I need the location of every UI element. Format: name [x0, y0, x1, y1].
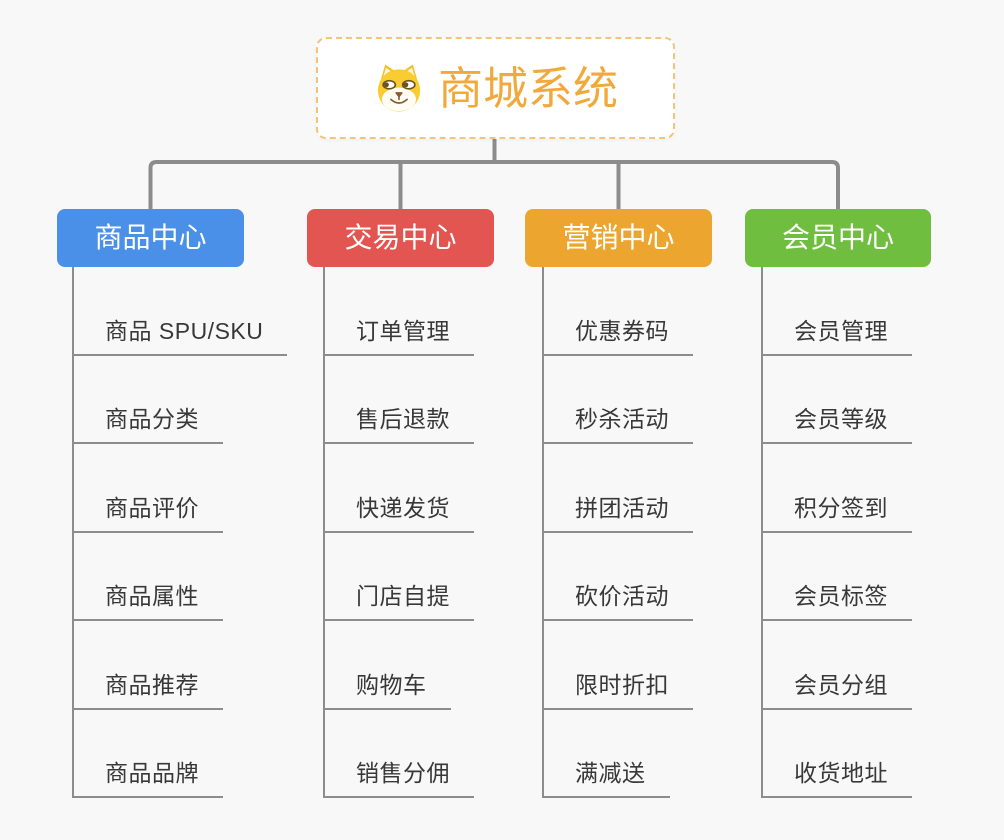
root-node[interactable]: 商城系统: [316, 37, 675, 139]
branch-member-center[interactable]: 会员中心: [745, 209, 931, 267]
leaf-node-shipping-address[interactable]: 收货地址: [763, 754, 912, 798]
leaf-row: 订单管理: [325, 267, 474, 356]
leaf-node-coupon-code[interactable]: 优惠券码: [544, 312, 693, 356]
leaf-row: 商品属性: [74, 533, 287, 621]
leaf-row: 购物车: [325, 621, 474, 710]
leaf-node-product-recommend[interactable]: 商品推荐: [74, 666, 223, 710]
leaf-row: 会员等级: [763, 356, 912, 444]
leaf-node-store-pickup[interactable]: 门店自提: [325, 577, 474, 621]
leaf-row: 售后退款: [325, 356, 474, 444]
leaf-node-member-management[interactable]: 会员管理: [763, 312, 912, 356]
leaf-row: 会员分组: [763, 621, 912, 710]
leaf-row: 秒杀活动: [544, 356, 693, 444]
leaf-row: 商品分类: [74, 356, 287, 444]
branch-children-trade: 订单管理 售后退款 快递发货 门店自提 购物车 销售分佣: [323, 267, 474, 798]
leaf-row: 限时折扣: [544, 621, 693, 710]
leaf-node-order-management[interactable]: 订单管理: [325, 312, 474, 356]
leaf-row: 拼团活动: [544, 444, 693, 533]
branch-children-marketing: 优惠券码 秒杀活动 拼团活动 砍价活动 限时折扣 满减送: [542, 267, 693, 798]
leaf-node-shopping-cart[interactable]: 购物车: [325, 666, 451, 710]
leaf-row: 优惠券码: [544, 267, 693, 356]
shiba-dog-icon: [373, 62, 425, 114]
leaf-node-express-delivery[interactable]: 快递发货: [325, 489, 474, 533]
leaf-row: 商品推荐: [74, 621, 287, 710]
leaf-row: 门店自提: [325, 533, 474, 621]
leaf-node-group-buy[interactable]: 拼团活动: [544, 489, 693, 533]
leaf-row: 商品评价: [74, 444, 287, 533]
leaf-node-member-group[interactable]: 会员分组: [763, 666, 912, 710]
leaf-row: 销售分佣: [325, 710, 474, 798]
branch-children-member: 会员管理 会员等级 积分签到 会员标签 会员分组 收货地址: [761, 267, 912, 798]
leaf-row: 商品品牌: [74, 710, 287, 798]
leaf-row: 满减送: [544, 710, 693, 798]
leaf-node-full-reduction[interactable]: 满减送: [544, 754, 670, 798]
branch-trade-center[interactable]: 交易中心: [307, 209, 494, 267]
leaf-node-product-brand[interactable]: 商品品牌: [74, 754, 223, 798]
leaf-node-points-checkin[interactable]: 积分签到: [763, 489, 912, 533]
leaf-node-member-level[interactable]: 会员等级: [763, 400, 912, 444]
leaf-node-bargain-activity[interactable]: 砍价活动: [544, 577, 693, 621]
leaf-row: 商品 SPU/SKU: [74, 267, 288, 356]
leaf-node-limited-time-discount[interactable]: 限时折扣: [544, 666, 693, 710]
leaf-row: 积分签到: [763, 444, 912, 533]
leaf-node-product-spu-sku[interactable]: 商品 SPU/SKU: [74, 312, 288, 356]
leaf-node-product-attribute[interactable]: 商品属性: [74, 577, 223, 621]
leaf-node-flash-sale[interactable]: 秒杀活动: [544, 400, 693, 444]
leaf-row: 收货地址: [763, 710, 912, 798]
branch-children-product: 商品 SPU/SKU 商品分类 商品评价 商品属性 商品推荐 商品品牌: [72, 267, 288, 798]
leaf-node-member-tag[interactable]: 会员标签: [763, 577, 912, 621]
leaf-node-after-sales-refund[interactable]: 售后退款: [325, 400, 474, 444]
leaf-row: 会员标签: [763, 533, 912, 621]
leaf-row: 会员管理: [763, 267, 912, 356]
leaf-node-product-review[interactable]: 商品评价: [74, 489, 223, 533]
root-title: 商城系统: [437, 62, 618, 114]
branch-marketing-center[interactable]: 营销中心: [525, 209, 712, 267]
leaf-node-product-category[interactable]: 商品分类: [74, 400, 223, 444]
leaf-row: 砍价活动: [544, 533, 693, 621]
leaf-row: 快递发货: [325, 444, 474, 533]
leaf-node-sales-commission[interactable]: 销售分佣: [325, 754, 474, 798]
branch-product-center[interactable]: 商品中心: [57, 209, 244, 267]
